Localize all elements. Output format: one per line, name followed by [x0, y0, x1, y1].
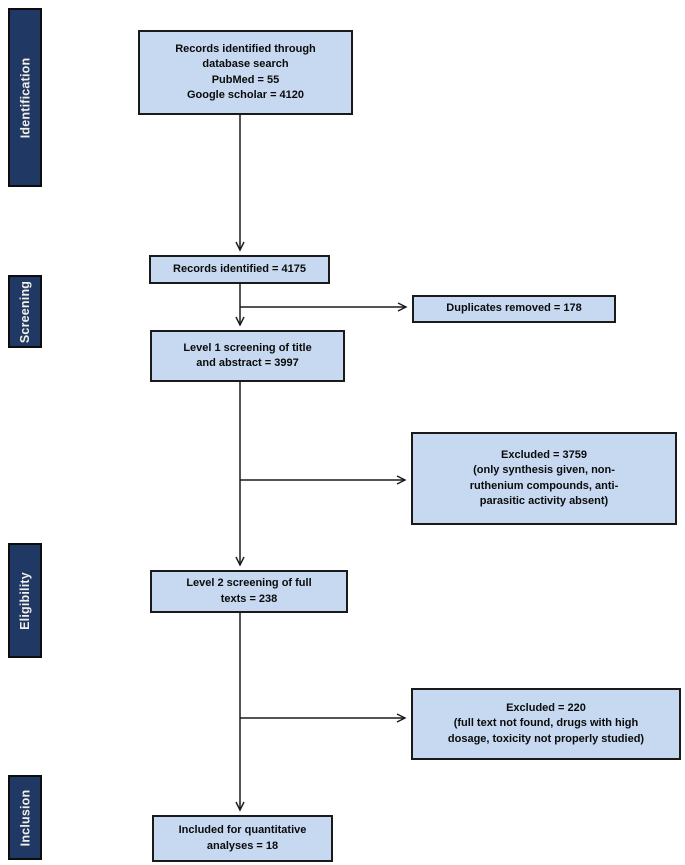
stage-inclusion-label: Inclusion: [18, 789, 33, 846]
stage-identification-label: Identification: [18, 57, 33, 138]
stage-screening: Screening: [8, 275, 42, 348]
box-duplicates-removed-text: Duplicates removed = 178: [446, 302, 582, 315]
box-excluded-level2: Excluded = 220 (full text not found, dru…: [411, 688, 681, 760]
box-duplicates-removed: Duplicates removed = 178: [412, 295, 616, 323]
stage-identification: Identification: [8, 8, 42, 187]
stage-eligibility-label: Eligibility: [18, 571, 33, 630]
box-excluded-level1-text: Excluded = 3759 (only synthesis given, n…: [469, 448, 619, 507]
box-included: Included for quantitative analyses = 18: [152, 815, 333, 862]
box-records-identified: Records identified = 4175: [149, 255, 330, 284]
box-level2-screening: Level 2 screening of full texts = 238: [150, 570, 348, 613]
box-level1-screening: Level 1 screening of title and abstract …: [150, 330, 345, 382]
box-included-text: Included for quantitative analyses = 18: [178, 824, 307, 852]
box-level1-screening-text: Level 1 screening of title and abstract …: [183, 341, 312, 369]
box-records-identified-text: Records identified = 4175: [173, 262, 306, 275]
box-excluded-level2-text: Excluded = 220 (full text not found, dru…: [447, 701, 645, 745]
stage-inclusion: Inclusion: [8, 775, 42, 860]
stage-eligibility: Eligibility: [8, 543, 42, 658]
stage-screening-label: Screening: [18, 280, 32, 343]
box-level2-screening-text: Level 2 screening of full texts = 238: [186, 577, 312, 605]
box-records-database-search-text: Records identified through database sear…: [175, 42, 316, 101]
box-records-database-search: Records identified through database sear…: [138, 30, 353, 115]
box-excluded-level1: Excluded = 3759 (only synthesis given, n…: [411, 432, 677, 525]
